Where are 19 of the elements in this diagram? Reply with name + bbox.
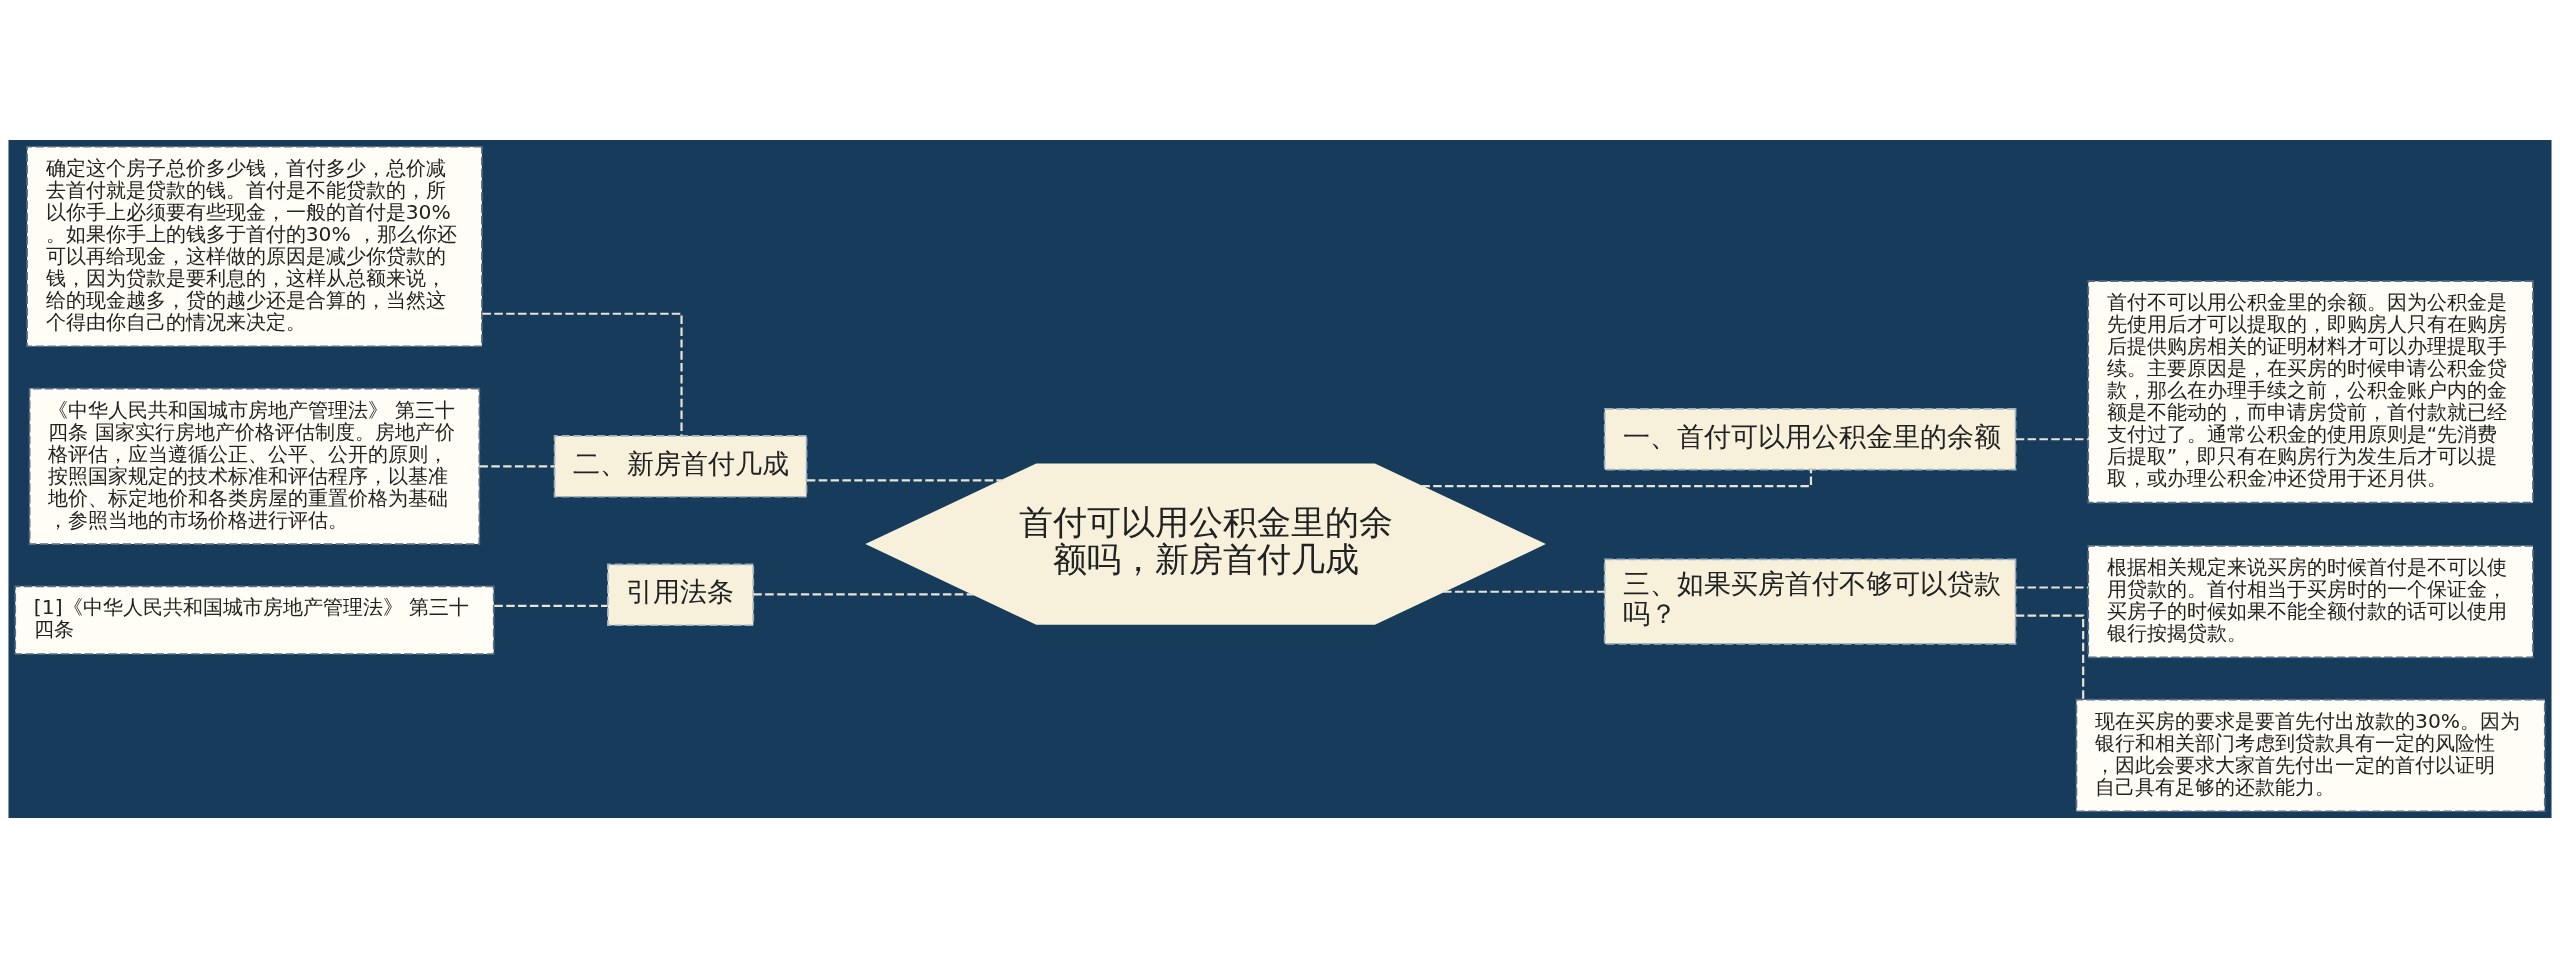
connector [2015,437,2088,440]
connector [807,478,1002,481]
node-box: 三、如果买房首付不够可以贷款吗？ [1603,557,2017,645]
node-box: 首付不可以用公积金里的余额。因为公积金是先使用后才可以提取的，即购房人只有在购房后提供购房相关的证明材料才可以办理提取手续。主要原因是，在买房的时候申请公积金贷款，那么在办理手续之前，公积金账户内的金额是不能动的，而申请房贷前，首付款就已经支付过了。通常公积金的使用原则是“先消费后提取”，即只有在购房行为发生后才可以提取，或办理公积金冲还贷用于还月供。 [2087,279,2534,503]
connector [479,464,555,467]
node-box: 确定这个房子总价多少钱，首付多少，总价减去首付就是贷款的钱。首付是不能贷款的，所以你手上必须要有些现金，一般的首付是30% 。如果你手上的钱多于首付的30% ，那么你还可以再给现金，这样做的原因是减少你贷款的钱，因为贷款是要利息的，这样从总额来说，给的现金越多，贷的越少还是合算的，当然这个得由你自己的情况来决定。 [26,145,483,347]
connector [2015,614,2085,699]
connector [1443,590,1605,593]
node-box: 根据相关规定来说买房的时候首付是不可以使用贷款的。首付相当于买房时的一个保证金，买房子的时候如果不能全额付款的话可以使用银行按揭贷款。 [2087,544,2534,658]
node-box: 现在买房的要求是要首先付出放款的30%。因为银行和相关部门考虑到贷款具有一定的风险性，因此会要求大家首先付出一定的首付以证明自己具有足够的还款能力。 [2075,698,2546,812]
node-box: 二、新房首付几成 [553,434,808,498]
connector [482,312,683,435]
node-box: [1]《中华人民共和国城市房地产管理法》 第三十四条 [14,585,495,655]
node-box: 一、首付可以用公积金里的余额 [1603,407,2017,471]
connector [494,604,608,607]
connector [2015,585,2088,589]
connector [753,592,974,595]
node-box: 《中华人民共和国城市房地产管理法》 第三十四条 国家实行房地产价格评估制度。房地产价格评估，应当遵循公正、公平、公开的原则，按照国家规定的技术标准和评估程序，以基准地价、标定地价和各类房屋的重置价格为基础，参照当地的市场价格进行评估。 [28,387,481,545]
node-box: 引用法条 [607,563,755,626]
